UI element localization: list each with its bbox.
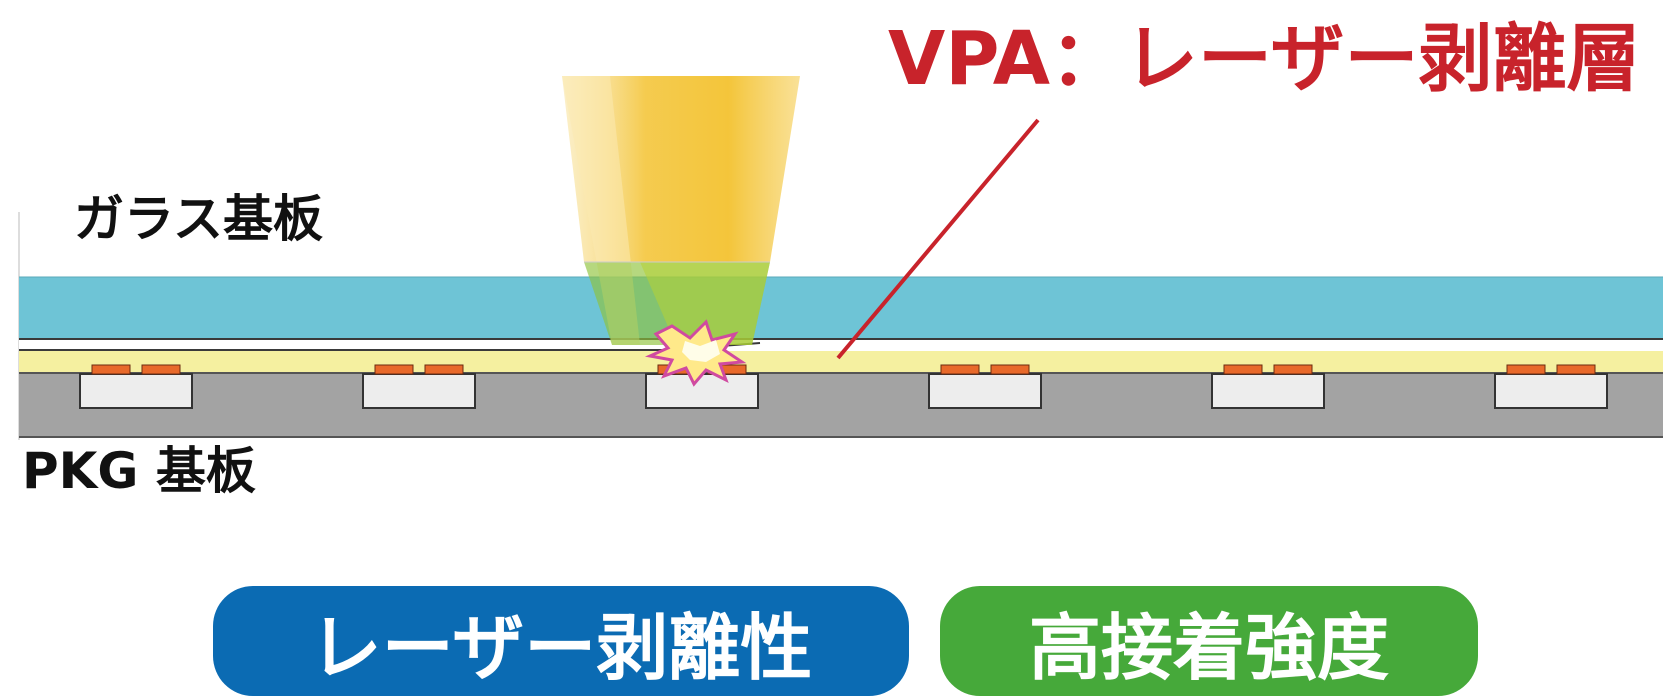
solder-pad [990,364,1030,375]
badge-laser-release-text: レーザー剥離性 [309,605,813,690]
solder-pad [1556,364,1596,375]
glass-substrate-label: ガラス基板 [74,190,323,248]
chip [645,373,759,409]
chip [362,373,476,409]
solder-pad [1223,364,1263,375]
badge-high-adhesion: 高接着強度 [940,586,1478,696]
badge-laser-release: レーザー剥離性 [213,586,909,696]
vpa-title: VPA：レーザー剥離層 [888,16,1641,102]
solder-pad [141,364,181,375]
chip [928,373,1042,409]
solder-pad [940,364,980,375]
solder-pad [374,364,414,375]
solder-pad [424,364,464,375]
glass-layer [19,277,1663,339]
badge-high-adhesion-text: 高接着強度 [1028,605,1389,690]
chip-row [79,364,1608,409]
solder-pad [1506,364,1546,375]
pkg-substrate-label: PKG 基板 [22,442,256,500]
vpa-pointer-line [836,118,1040,360]
chip [1494,373,1608,409]
pkg-layer [19,373,1663,437]
solder-pad [1273,364,1313,375]
chip [1211,373,1325,409]
solder-pad [91,364,131,375]
chip [79,373,193,409]
laser-beam [562,76,800,345]
